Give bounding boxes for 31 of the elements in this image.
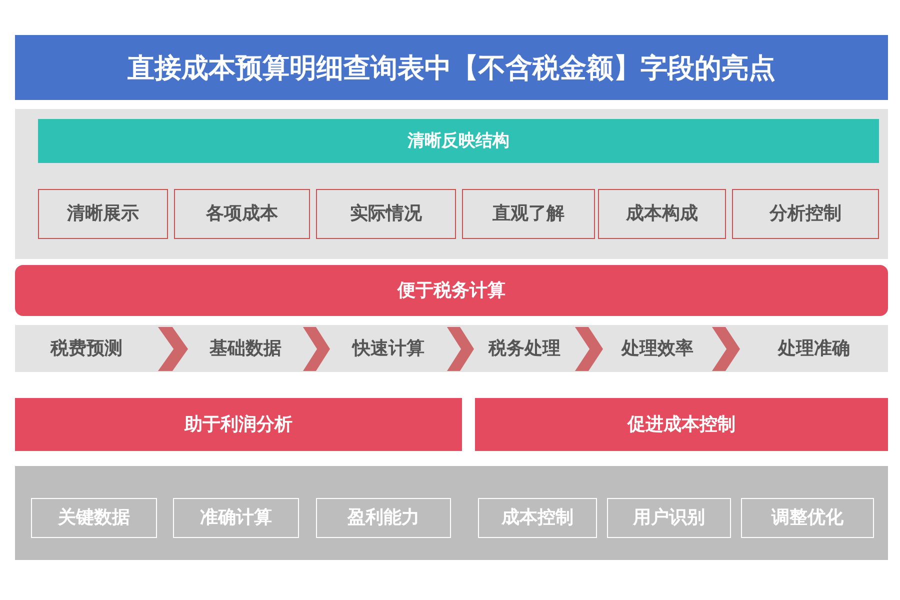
heading-bar: 便于税务计算	[15, 265, 888, 316]
heading-bar: 清晰反映结构	[38, 119, 879, 163]
chevron-arrow	[575, 327, 603, 371]
chevron-arrow	[447, 327, 474, 371]
chevron-arrow	[712, 327, 740, 371]
step-label: 处理效率	[622, 338, 694, 360]
feature-box: 直观了解	[462, 189, 595, 239]
feature-box: 成本构成	[598, 189, 726, 239]
step-label: 处理准确	[778, 338, 850, 360]
feature-box: 分析控制	[732, 189, 879, 239]
feature-box: 关键数据	[31, 498, 157, 538]
chevron-arrow	[303, 327, 330, 371]
feature-box: 用户识别	[607, 498, 731, 538]
step-label: 税务处理	[488, 338, 560, 360]
feature-box: 准确计算	[173, 498, 299, 538]
step-label: 基础数据	[210, 338, 282, 360]
step-label: 税费预测	[50, 338, 122, 360]
feature-box: 各项成本	[174, 189, 310, 239]
feature-box: 成本控制	[478, 498, 597, 538]
chevron-arrow	[158, 327, 188, 371]
title-bar: 直接成本预算明细查询表中【不含税金额】字段的亮点	[15, 35, 888, 100]
background-panel	[15, 466, 888, 560]
background-panel	[15, 109, 888, 259]
heading-bar: 促进成本控制	[475, 398, 888, 451]
feature-box: 调整优化	[741, 498, 874, 538]
step-label: 快速计算	[352, 338, 424, 360]
feature-box: 盈利能力	[316, 498, 451, 538]
feature-box: 清晰展示	[38, 189, 168, 239]
feature-box: 实际情况	[316, 189, 456, 239]
step-band	[15, 325, 888, 372]
heading-bar: 助于利润分析	[15, 398, 462, 451]
